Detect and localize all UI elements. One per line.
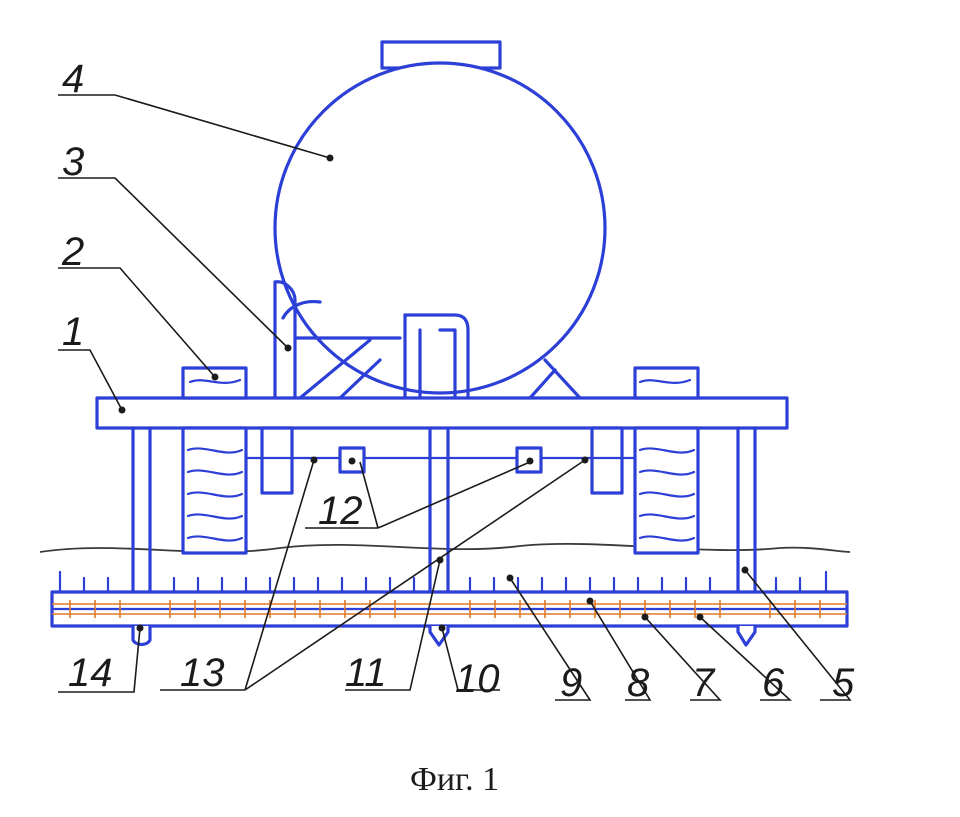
coulter-right (736, 624, 757, 647)
label-8: 8 (627, 661, 650, 705)
label-3: 3 (62, 140, 84, 184)
sensor-right (515, 446, 543, 474)
right-wheel (633, 426, 700, 555)
label-4: 4 (62, 57, 84, 101)
label-6: 6 (762, 661, 785, 705)
tank (273, 40, 607, 395)
label-9: 9 (560, 661, 582, 705)
label-13: 13 (180, 651, 225, 695)
figure-caption: Фиг. 1 (410, 761, 499, 798)
ground-line (39, 543, 851, 553)
left-wheel (181, 426, 248, 555)
label-12: 12 (318, 489, 363, 533)
frame-beam (95, 396, 789, 430)
tank-cradle (273, 280, 582, 400)
label-10: 10 (455, 657, 500, 701)
coulter-left (131, 624, 152, 647)
label-7: 7 (692, 661, 716, 705)
right-wheel-top (633, 366, 700, 400)
label-2: 2 (61, 230, 84, 274)
leader-lines (58, 94, 852, 701)
label-1: 1 (62, 310, 84, 354)
comb-teeth (58, 570, 828, 594)
label-5: 5 (832, 661, 855, 705)
label-14: 14 (68, 651, 113, 695)
label-11: 11 (345, 651, 387, 695)
